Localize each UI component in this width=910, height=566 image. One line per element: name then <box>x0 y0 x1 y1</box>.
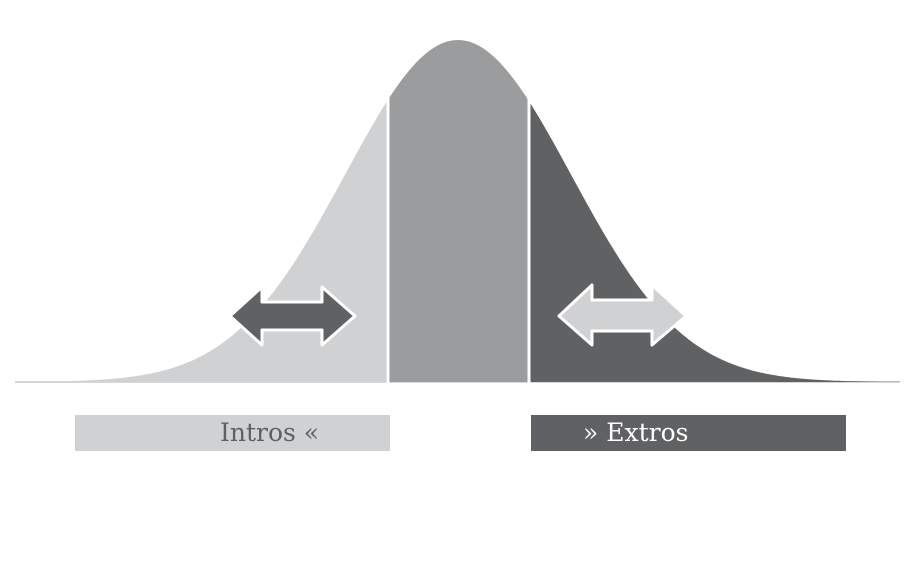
double-arrow-icon <box>557 283 688 347</box>
double-arrow-icon <box>228 285 357 347</box>
extros-label: » Extros <box>531 415 846 451</box>
intros-label: Intros « <box>75 415 390 451</box>
intros-region <box>20 99 388 382</box>
ambiverts-region <box>388 40 529 382</box>
